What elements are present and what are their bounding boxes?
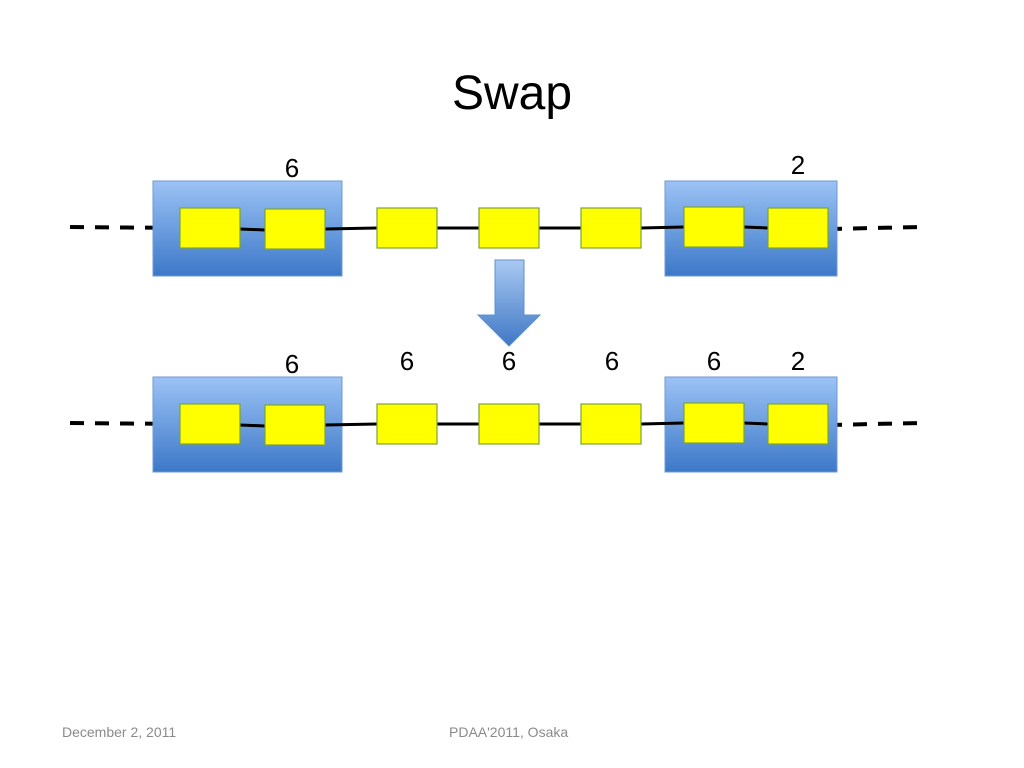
- node: [179, 403, 241, 445]
- dashed-line-right: [827, 225, 923, 231]
- node-label: 6: [502, 346, 516, 376]
- dashed-line-right: [827, 421, 923, 427]
- dashed-line-left: [69, 421, 181, 426]
- node: [264, 404, 326, 446]
- node: [179, 207, 241, 249]
- node: [683, 206, 745, 248]
- footer-date: December 2, 2011: [62, 724, 177, 740]
- node: [264, 208, 326, 250]
- node-label: 6: [285, 153, 299, 183]
- after-row: 6 6 6 6 6 2: [69, 346, 923, 473]
- down-arrow-icon: [476, 259, 542, 347]
- node-label: 6: [285, 349, 299, 379]
- before-row: 6 2: [69, 150, 923, 277]
- dashed-line-left: [69, 225, 181, 230]
- node: [478, 403, 540, 445]
- node: [580, 207, 642, 249]
- node: [767, 207, 829, 249]
- node: [767, 403, 829, 445]
- node-label: 2: [791, 150, 805, 180]
- node-label: 2: [791, 346, 805, 376]
- footer-event: PDAA'2011, Osaka: [449, 724, 569, 740]
- node-label: 6: [605, 346, 619, 376]
- node-label: 6: [400, 346, 414, 376]
- node: [683, 402, 745, 444]
- slide-title: Swap: [451, 67, 573, 120]
- node: [376, 207, 438, 249]
- node-label: 6: [707, 346, 721, 376]
- node: [376, 403, 438, 445]
- node: [478, 207, 540, 249]
- node: [580, 403, 642, 445]
